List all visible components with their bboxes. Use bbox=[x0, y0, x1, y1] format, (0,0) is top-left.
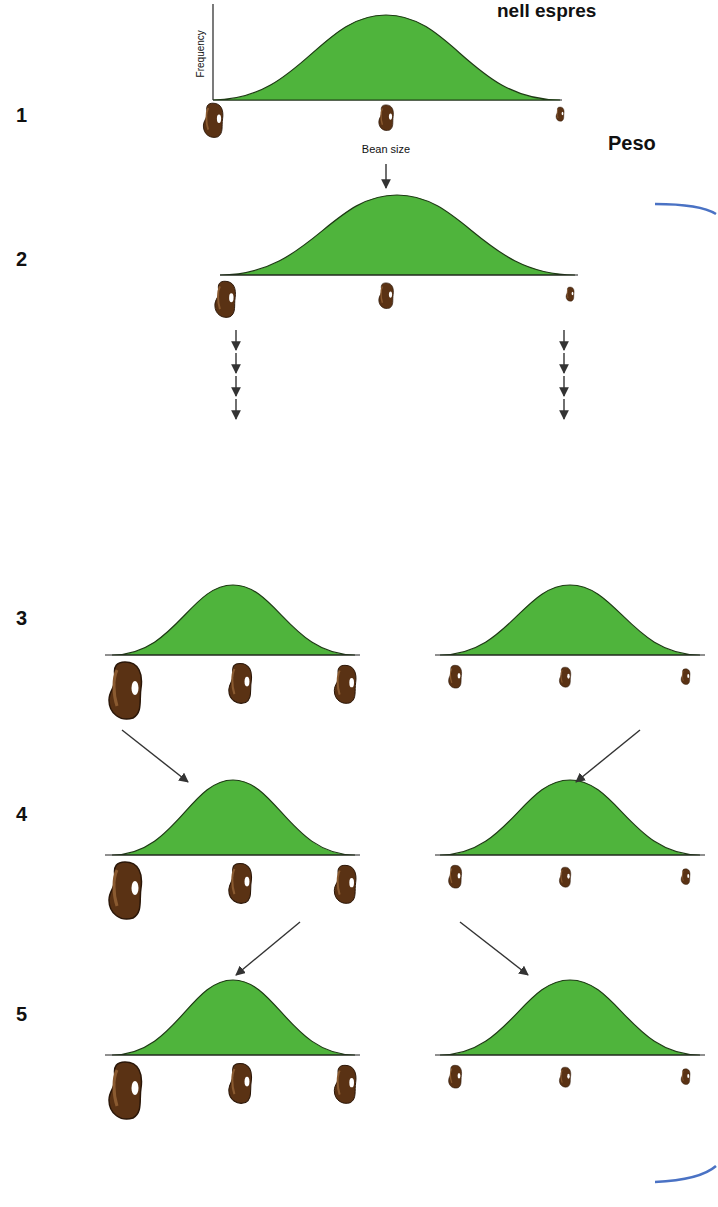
step-number: 4 bbox=[16, 803, 27, 826]
cut-heading: nell espres bbox=[497, 0, 596, 22]
bean-icons bbox=[109, 103, 690, 1119]
blue-bracket bbox=[655, 204, 716, 1182]
step-number: 1 bbox=[16, 104, 27, 127]
curve-baselines bbox=[105, 275, 705, 1055]
selection-arrows bbox=[122, 164, 640, 975]
bell-curves bbox=[112, 15, 700, 1055]
step-number: 2 bbox=[16, 248, 27, 271]
step-number: 5 bbox=[16, 1003, 27, 1026]
step-number: 3 bbox=[16, 607, 27, 630]
axis-label: Frequency bbox=[195, 30, 207, 77]
side-label: Peso bbox=[608, 132, 656, 155]
axis-label: Bean size bbox=[362, 143, 410, 156]
